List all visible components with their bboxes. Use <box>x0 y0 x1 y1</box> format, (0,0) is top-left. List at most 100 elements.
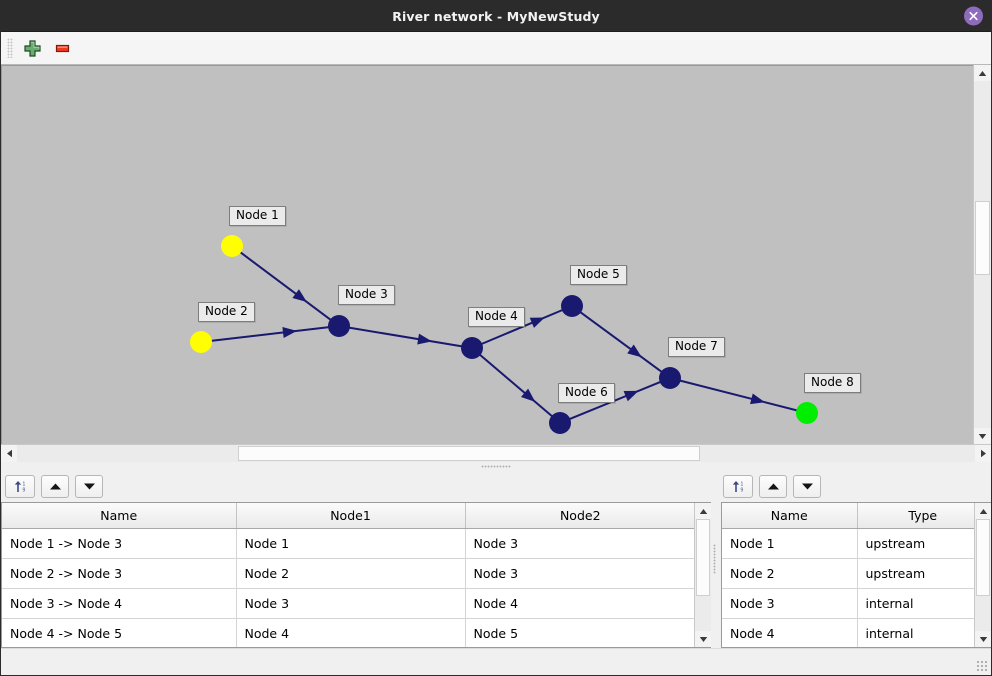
column-header-name[interactable]: Name <box>2 503 237 529</box>
table-cell[interactable]: Node 3 -> Node 4 <box>2 588 237 619</box>
move-up-button[interactable] <box>41 474 69 498</box>
edge-line[interactable] <box>210 326 330 342</box>
move-down-button[interactable] <box>793 474 821 498</box>
graph-node-label-node-5[interactable]: Node 5 <box>570 265 627 285</box>
graph-horizontal-scrollbar[interactable] <box>1 444 991 462</box>
table-cell[interactable]: Node 5 <box>465 618 694 647</box>
table-cell[interactable]: Node 3 <box>236 588 466 619</box>
edges-vscroll-thumb[interactable] <box>696 519 710 596</box>
edge-line[interactable] <box>478 353 554 418</box>
close-button[interactable] <box>964 6 983 26</box>
graph-node-label-node-3[interactable]: Node 3 <box>338 285 395 305</box>
table-cell[interactable]: Node 1 <box>722 528 858 559</box>
graph-node-node-1[interactable] <box>221 235 243 257</box>
graph-vertical-scrollbar[interactable] <box>973 65 991 444</box>
graph-node-node-6[interactable] <box>549 412 571 434</box>
horizontal-splitter[interactable] <box>1 462 991 470</box>
graph-node-label-node-4[interactable]: Node 4 <box>468 307 525 327</box>
graph-node-node-4[interactable] <box>461 337 483 359</box>
column-header-type[interactable]: Type <box>857 503 974 529</box>
graph-node-label-node-1[interactable]: Node 1 <box>229 206 286 226</box>
chevron-down-icon <box>978 433 987 439</box>
scroll-right-button[interactable] <box>975 445 991 462</box>
scroll-up-button[interactable] <box>975 503 991 519</box>
scroll-down-button[interactable] <box>695 631 711 647</box>
scroll-down-button[interactable] <box>975 631 991 647</box>
table-cell[interactable]: internal <box>857 618 974 647</box>
nodes-table-vertical-scrollbar[interactable] <box>974 503 991 647</box>
table-cell[interactable]: Node 2 -> Node 3 <box>2 558 237 589</box>
graph-vscroll-track[interactable] <box>974 81 991 428</box>
sort-button[interactable]: 1 9 <box>723 474 753 498</box>
graph-hscroll-track[interactable] <box>17 445 975 462</box>
table-cell[interactable]: upstream <box>857 528 974 559</box>
table-cell[interactable]: internal <box>857 588 974 619</box>
toolbar-grip[interactable] <box>7 38 13 58</box>
add-node-button[interactable] <box>17 34 47 62</box>
table-cell[interactable]: Node 3 <box>465 528 694 559</box>
edge-line[interactable] <box>480 308 564 346</box>
graph-node-label-node-6[interactable]: Node 6 <box>558 383 615 403</box>
table-cell[interactable]: Node 1 -> Node 3 <box>2 528 237 559</box>
edge-line[interactable] <box>579 311 663 373</box>
graph-node-node-3[interactable] <box>328 315 350 337</box>
graph-node-label-node-8[interactable]: Node 8 <box>804 373 861 393</box>
column-header-node1[interactable]: Node1 <box>236 503 466 529</box>
graph-node-node-5[interactable] <box>561 295 583 317</box>
graph-node-node-2[interactable] <box>190 331 212 353</box>
table-cell[interactable]: Node 4 -> Node 5 <box>2 618 237 647</box>
network-diagram-canvas[interactable]: Node 1 Node 2 Node 3 Node 4 Node 5 Node 6 Node… <box>1 65 973 444</box>
resize-grip[interactable] <box>976 660 988 672</box>
edge-line[interactable] <box>568 380 662 421</box>
scroll-up-button[interactable] <box>695 503 711 519</box>
edge-line[interactable] <box>679 379 798 412</box>
table-cell[interactable]: Node 3 <box>465 558 694 589</box>
column-header-node2[interactable]: Node2 <box>465 503 694 529</box>
chevron-up-icon <box>979 508 987 514</box>
scroll-up-button[interactable] <box>974 65 991 81</box>
graph-node-node-7[interactable] <box>659 367 681 389</box>
table-cell[interactable]: Node 4 <box>465 588 694 619</box>
move-up-button[interactable] <box>759 474 787 498</box>
graph-hscroll-thumb[interactable] <box>238 446 700 461</box>
column-header-name[interactable]: Name <box>722 503 858 529</box>
scroll-left-button[interactable] <box>1 445 17 462</box>
table-cell[interactable]: Node 4 <box>236 618 466 647</box>
move-down-button[interactable] <box>75 474 103 498</box>
nodes-vscroll-track[interactable] <box>975 519 991 631</box>
table-cell[interactable]: upstream <box>857 558 974 589</box>
graph-row: Node 1 Node 2 Node 3 Node 4 Node 5 Node 6 Node… <box>1 65 991 444</box>
graph-node-label-node-7[interactable]: Node 7 <box>668 337 725 357</box>
graph-vscroll-thumb[interactable] <box>975 201 990 275</box>
scroll-down-button[interactable] <box>974 428 991 444</box>
delete-node-button[interactable] <box>47 34 77 62</box>
edges-vscroll-track[interactable] <box>695 519 711 631</box>
sort-button[interactable]: 1 9 <box>5 474 35 498</box>
table-cell[interactable]: Node 1 <box>236 528 466 559</box>
table-cell[interactable]: Node 2 <box>722 558 858 589</box>
graph-node-node-8[interactable] <box>796 402 818 424</box>
nodes-vscroll-thumb[interactable] <box>976 519 990 596</box>
table-cell[interactable]: Node 2 <box>236 558 466 589</box>
graph-node-label-node-2[interactable]: Node 2 <box>198 302 255 322</box>
table-cell[interactable]: Node 4 <box>722 618 858 647</box>
edges-table-vertical-scrollbar[interactable] <box>694 503 711 647</box>
edge-line[interactable] <box>348 326 463 348</box>
edge-line[interactable] <box>239 251 332 321</box>
table-cell[interactable]: Node 3 <box>722 588 858 619</box>
vertical-splitter[interactable] <box>711 470 717 648</box>
